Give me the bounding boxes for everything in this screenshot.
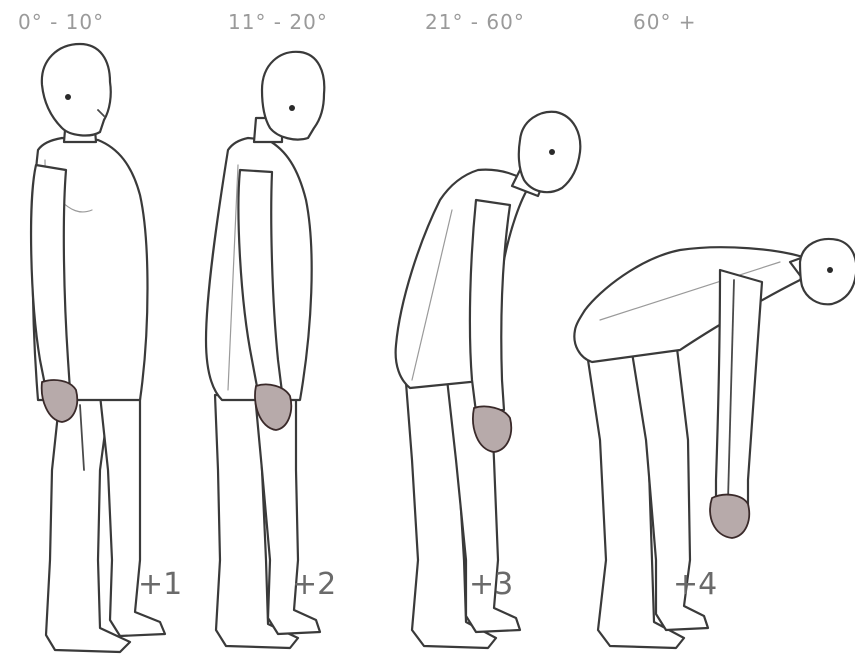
grade-label-3: +3 [469, 567, 513, 602]
grade-label-1: +1 [138, 567, 182, 602]
grade-label-4: +4 [673, 567, 717, 602]
figure-2-slight-bend [206, 52, 324, 648]
grade-label-2: +2 [292, 567, 336, 602]
figure-1-upright [31, 44, 165, 652]
